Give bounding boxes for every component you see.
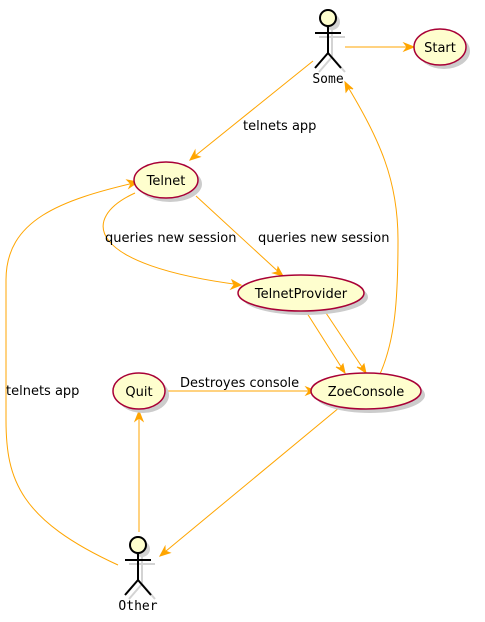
actor-some: Some — [312, 9, 346, 87]
usecase-start-label: Start — [424, 41, 456, 56]
usecase-telnet-label: Telnet — [146, 174, 186, 189]
usecase-telnet: Telnet — [133, 161, 202, 202]
edge-label-telnet-to-provider-left: queries new session — [105, 231, 236, 246]
edge-console-to-some — [344, 80, 399, 375]
edge-console-to-other — [158, 406, 341, 557]
actor-some-label: Some — [312, 72, 343, 87]
usecase-telnet-provider: TelnetProvider — [237, 274, 368, 315]
edge-telnet-to-provider-left — [102, 192, 243, 291]
edge-label-other-to-telnet: telnets app — [6, 384, 79, 399]
edge-label-quit-to-console: Destroyes console — [180, 376, 299, 391]
edge-label-telnet-to-provider-right: queries new session — [258, 231, 389, 246]
edge-other-to-quit — [133, 409, 145, 532]
usecase-quit-label: Quit — [125, 385, 152, 400]
edge-some-to-start — [345, 41, 416, 53]
edge-telnet-to-provider-right — [195, 195, 285, 277]
usecase-quit: Quit — [112, 372, 169, 413]
edge-some-to-telnet — [188, 60, 314, 161]
edge-label-some-to-telnet: telnets app — [243, 119, 316, 134]
usecase-zoe-console-label: ZoeConsole — [328, 385, 404, 400]
actor-other: Other — [118, 536, 158, 614]
edge-provider-to-console-left — [304, 309, 346, 375]
actor-other-label: Other — [118, 599, 157, 614]
usecase-zoe-console: ZoeConsole — [310, 372, 425, 413]
usecase-telnet-provider-label: TelnetProvider — [254, 287, 348, 302]
usecase-start: Start — [413, 28, 470, 69]
edge-provider-to-console-right — [323, 309, 367, 375]
